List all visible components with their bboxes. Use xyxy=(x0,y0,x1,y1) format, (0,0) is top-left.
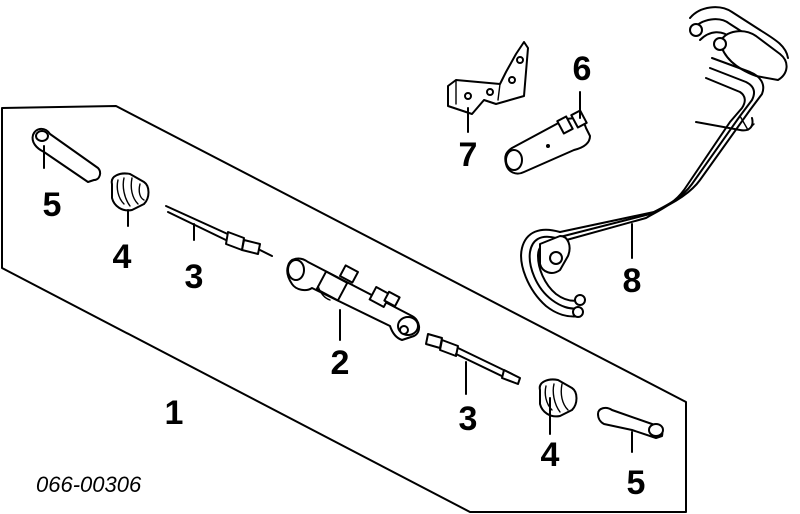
tie-rod-end-left xyxy=(31,127,102,183)
callout-4-left: 4 xyxy=(113,238,132,276)
callout-8: 8 xyxy=(623,262,642,300)
callout-7: 7 xyxy=(459,136,478,174)
hydraulic-lines xyxy=(520,6,789,318)
control-valve xyxy=(504,91,591,175)
callout-3-right: 3 xyxy=(459,400,478,438)
rack-housing xyxy=(286,257,420,341)
callout-1: 1 xyxy=(165,394,184,432)
inner-tie-rod-right xyxy=(425,333,521,395)
callout-5-right: 5 xyxy=(627,464,646,502)
rack-boot-right xyxy=(538,378,578,435)
callout-2: 2 xyxy=(331,344,350,382)
assembly-panel-outline xyxy=(1,105,687,513)
callout-4-right: 4 xyxy=(541,436,560,474)
inner-tie-rod-left xyxy=(165,205,273,257)
callout-6: 6 xyxy=(573,50,592,88)
callout-3-left: 3 xyxy=(185,258,204,296)
rack-boot-left xyxy=(110,172,150,227)
tie-rod-end-right xyxy=(597,406,664,453)
mounting-bracket xyxy=(447,41,529,133)
callout-5-left: 5 xyxy=(43,186,62,224)
diagram-code: 066-00306 xyxy=(36,472,142,497)
